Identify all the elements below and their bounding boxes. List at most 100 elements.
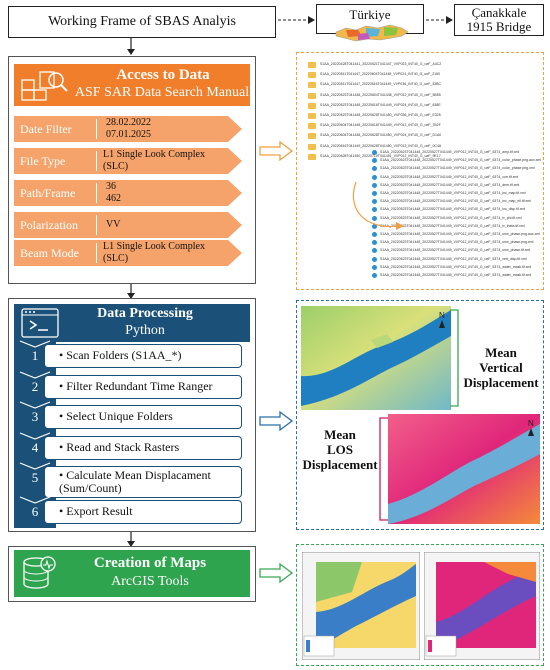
file-name: S1AA_20220523T041448_20220527T041449_VVP… <box>380 182 520 187</box>
maps-panel <box>8 546 256 602</box>
folder-icon <box>308 153 316 160</box>
file-name: S1AA_20220523T041448_20220527T041449_VVP… <box>380 199 532 204</box>
access-row-divider <box>96 243 97 263</box>
folder-name: S1AA_20220523T041448_20220628T041450_VVP… <box>320 113 441 117</box>
file-name: S1AA_20220523T041448_20220527T041449_VVP… <box>380 273 532 277</box>
maps-title: Creation of Maps <box>93 555 207 571</box>
access-row-value2: 462 <box>106 193 121 204</box>
file-icon <box>372 191 377 196</box>
svg-text:N: N <box>439 311 445 320</box>
folder-icon <box>308 143 316 150</box>
hollow-arrow-orange <box>259 140 294 162</box>
folder-name: S1AA_20220604T041448_20220616T041449_VVP… <box>320 123 441 128</box>
access-row-value1: L1 Single Look Complex (SLC) <box>103 148 205 173</box>
processing-step: • Scan Folders (S1AA_*) <box>44 344 242 368</box>
step-label: • Calculate Mean Displacament (Sum/Count… <box>59 467 211 495</box>
access-row-arrow-tip <box>228 212 242 238</box>
file-icon <box>372 199 377 205</box>
file-name: S1AA_20220523T041448_20220527T041449_VVP… <box>380 150 520 154</box>
access-data-subtitle: ASF SAR Data Search Manual <box>74 85 250 100</box>
file-icon <box>372 273 377 278</box>
folder-name: S1AA_20220523T041448_20220604T041448_VVP… <box>320 92 441 97</box>
step-label: • Read and Stack Rasters <box>59 440 180 455</box>
file-icon <box>372 166 377 172</box>
file-name: S1AA_20220523T041448_20220527T041449_VVP… <box>380 240 534 245</box>
processing-step: • Filter Redundant Time Ranger <box>44 375 242 399</box>
access-row-divider <box>96 183 97 203</box>
dashed-arrow-to-turkiye <box>278 16 315 24</box>
access-row-label: File Type <box>20 153 66 168</box>
output-map-vertical <box>302 552 420 660</box>
file-name: S1AA_20220523T041448_20220527T041449_VVP… <box>380 174 519 179</box>
vertical-label-line3: Displacement <box>463 374 539 390</box>
los-label-line3: Displacement <box>302 456 378 472</box>
folder-icon <box>308 72 316 79</box>
file-icon <box>372 215 377 221</box>
access-row-divider <box>96 151 97 171</box>
file-name: S1AA_20220523T041448_20220527T041449_VVP… <box>380 223 525 228</box>
los-bracket <box>379 417 388 521</box>
maps-header: Creation of Maps ArcGIS Tools <box>14 550 250 597</box>
vertical-label-line1: Mean <box>485 345 517 360</box>
step-label: • Select Unique Folders <box>59 409 173 424</box>
step-label-text: Filter Redundant Time Ranger <box>66 379 213 394</box>
step-chevron <box>19 496 51 504</box>
access-row-value: L1 Single Look Complex (SLC) <box>103 149 228 174</box>
file-name: S1AA_20220523T041448_20220527T041449_VVP… <box>380 232 540 236</box>
access-row-value: L1 Single Look Complex (SLC) <box>103 241 228 266</box>
step-label-text: Calculate Mean Displacament (Sum/Count) <box>59 467 211 495</box>
output-maps-panel <box>296 544 544 666</box>
step-chevron <box>19 340 51 348</box>
vertical-bracket <box>450 309 459 407</box>
output-map-los <box>424 552 540 660</box>
file-icon <box>372 207 377 213</box>
turkiye-map-icon <box>335 24 409 42</box>
vertical-label-line2: Vertical <box>479 359 523 375</box>
vertical-displacement-map: N <box>301 306 451 410</box>
access-row-label: Polarization <box>20 217 78 232</box>
step-label-text: Read and Stack Rasters <box>66 440 180 455</box>
access-row-arrow-tip <box>228 116 242 142</box>
database-search-icon <box>21 71 68 101</box>
step-chevron <box>19 432 51 440</box>
step-label-text: Export Result <box>66 504 133 519</box>
file-icon <box>372 232 377 237</box>
access-row-divider <box>96 215 97 235</box>
svg-text:N: N <box>528 419 534 428</box>
file-name: S1AA_20220523T041448_20220527T041449_VVP… <box>380 158 542 163</box>
file-icon <box>372 174 377 180</box>
step-label: • Scan Folders (S1AA_*) <box>59 348 182 363</box>
los-displacement-label: Mean LOS Displacement <box>300 427 380 473</box>
bridge-line1: Çanakkale <box>471 4 527 20</box>
file-icon <box>372 182 377 188</box>
access-row-label: Path/Frame <box>20 185 76 200</box>
folder-icon <box>308 133 316 140</box>
access-row-label: Date Filter <box>20 121 72 136</box>
file-icon <box>372 150 377 155</box>
access-row: File Type L1 Single Look Complex (SLC) <box>14 148 228 174</box>
turkiye-box: Türkiye <box>316 4 424 34</box>
access-row-value1: 36 <box>106 180 116 192</box>
hollow-arrow-blue <box>259 410 294 432</box>
step-label-text: Scan Folders (S1AA_*) <box>66 348 182 363</box>
folder-name: S1AA_20220604T041448_20220628T041450_VVP… <box>320 133 442 138</box>
folder-name: S1AA_20220428T041441_20220521T041447_VVP… <box>320 62 442 66</box>
file-icon <box>372 264 377 270</box>
folder-icon <box>308 123 316 130</box>
file-name: S1AA_20220523T041448_20220527T041449_VVP… <box>380 264 532 269</box>
folder-icon <box>308 113 316 119</box>
processing-step: • Select Unique Folders <box>44 405 242 429</box>
step-number: 2 <box>31 379 39 394</box>
access-row-arrow-tip <box>228 180 242 206</box>
processing-step: • Read and Stack Rasters <box>44 436 242 460</box>
vertical-displacement-label: Mean Vertical Displacement <box>460 345 542 391</box>
access-row-value1: 28.02.2022 <box>106 116 151 128</box>
step-number: 5 <box>31 470 39 485</box>
folder-name: S1AA_20220628T041450_20220710T041451_VVP… <box>320 153 441 158</box>
file-name: S1AA_20220523T041448_20220527T041449_VVP… <box>380 215 522 220</box>
access-data-header: Access to Data ASF SAR Data Search Manua… <box>14 64 250 106</box>
processing-step: • Export Result <box>44 500 242 524</box>
working-frame-title-text: Working Frame of SBAS Analyis <box>48 14 236 29</box>
